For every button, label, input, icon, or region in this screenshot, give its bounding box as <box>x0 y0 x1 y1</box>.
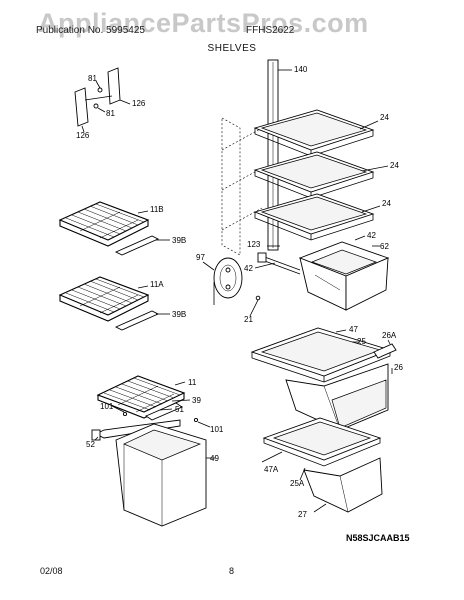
callout-49: 49 <box>210 454 219 463</box>
callout-24-middle: 24 <box>390 161 399 170</box>
diagram-code: N58SJCAAB15 <box>346 533 410 543</box>
callout-26A: 26A <box>382 331 397 340</box>
publication-number: Publication No. 5995425 <box>36 25 145 36</box>
crisper-drawer-26 <box>285 339 397 431</box>
crisper-drawer-27 <box>303 457 383 513</box>
glass-shelf-middle <box>253 151 389 199</box>
callout-27: 27 <box>298 510 307 519</box>
callout-25A: 25A <box>290 479 305 488</box>
callout-97: 97 <box>196 253 205 262</box>
callout-39B-lower: 39B <box>172 310 186 319</box>
watermark: AppliancePartsPros.com <box>38 8 369 38</box>
callout-123: 123 <box>247 240 261 249</box>
wire-shelf-11B <box>58 201 150 247</box>
callout-11B: 11B <box>150 205 164 214</box>
callout-42-right: 42 <box>367 231 376 240</box>
callout-126-left: 126 <box>76 131 90 140</box>
model-number: FFHS2622 <box>246 25 295 36</box>
callout-11A: 11A <box>150 280 164 289</box>
callout-39B-upper: 39B <box>172 236 186 245</box>
callout-126-right: 126 <box>132 99 146 108</box>
shelf-trim-39-51 <box>145 399 191 421</box>
callout-101-left: 101 <box>100 402 114 411</box>
revision-date: 02/08 <box>40 566 63 576</box>
wire-shelf-11A <box>58 276 150 322</box>
callout-140: 140 <box>294 65 308 74</box>
page-number: 8 <box>229 566 235 576</box>
callout-52: 52 <box>86 440 95 449</box>
callout-26: 26 <box>394 363 403 372</box>
callout-24-upper: 24 <box>380 113 389 122</box>
callout-47A: 47A <box>264 465 279 474</box>
callout-47: 47 <box>349 325 358 334</box>
callout-62: 62 <box>380 242 389 251</box>
callout-51: 51 <box>175 405 184 414</box>
wire-shelf-11 <box>96 375 186 419</box>
callout-81-upper: 81 <box>88 74 97 83</box>
section-title: SHELVES <box>207 43 257 54</box>
callout-24-lower: 24 <box>382 199 391 208</box>
callout-39: 39 <box>192 396 201 405</box>
callout-21: 21 <box>244 315 253 324</box>
drawer-trim-52 <box>91 405 211 441</box>
callout-81-lower: 81 <box>106 109 115 118</box>
callout-11: 11 <box>188 378 197 387</box>
cabinet-outline <box>221 117 263 256</box>
bracket-assembly-81-126 <box>74 67 131 133</box>
callout-42-left: 42 <box>244 264 253 273</box>
callout-101-right: 101 <box>210 425 224 434</box>
glass-shelf-lower <box>253 193 381 241</box>
deli-drawer-49 <box>115 423 215 527</box>
shelf-trim-39B-lower <box>114 310 170 331</box>
crisper-control-97 <box>202 257 261 317</box>
callout-25: 25 <box>357 337 366 346</box>
glass-shelf-upper <box>253 109 379 157</box>
meat-drawer-62 <box>254 235 390 311</box>
shelf-trim-39B-upper <box>114 235 170 256</box>
crisper-cover-47A <box>261 417 382 481</box>
